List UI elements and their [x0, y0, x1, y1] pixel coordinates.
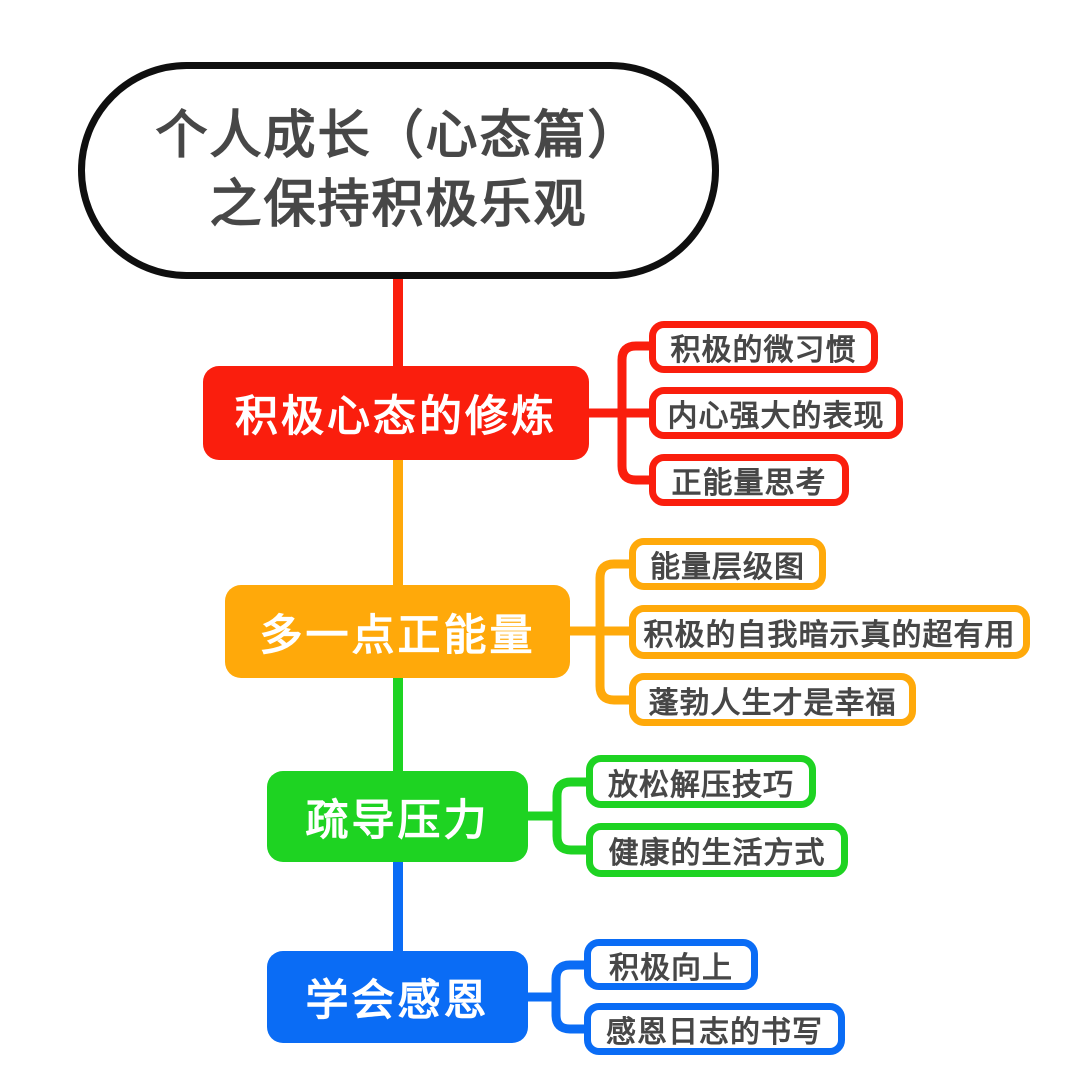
root-title-line1: 个人成长（心态篇） — [155, 106, 642, 165]
root-title-line2: 之保持积极乐观 — [209, 175, 588, 234]
bracket-red — [580, 341, 655, 485]
child-node-upward-positivity[interactable]: 积极向上 — [584, 939, 758, 990]
child-node-self-suggestion[interactable]: 积极的自我暗示真的超有用 — [629, 605, 1030, 659]
child-node-energy-levels-chart[interactable]: 能量层级图 — [629, 538, 826, 590]
root-node[interactable]: 个人成长（心态篇） 之保持积极乐观 — [78, 62, 719, 279]
branch-node-relieve-stress[interactable]: 疏导压力 — [267, 771, 528, 862]
bracket-green — [520, 777, 592, 855]
child-node-relaxation-skills[interactable]: 放松解压技巧 — [586, 755, 816, 808]
child-node-gratitude-journal[interactable]: 感恩日志的书写 — [584, 1003, 845, 1055]
bracket-blue — [520, 960, 590, 1034]
child-node-healthy-lifestyle[interactable]: 健康的生活方式 — [586, 823, 848, 877]
branch-node-mindset-training[interactable]: 积极心态的修炼 — [203, 366, 589, 460]
child-node-flourishing-life[interactable]: 蓬勃人生才是幸福 — [629, 673, 916, 726]
child-node-micro-habits[interactable]: 积极的微习惯 — [649, 321, 878, 373]
child-node-positive-thinking[interactable]: 正能量思考 — [649, 454, 849, 506]
child-node-inner-strength[interactable]: 内心强大的表现 — [649, 387, 903, 439]
branch-node-learn-gratitude[interactable]: 学会感恩 — [267, 951, 528, 1043]
branch-node-more-positive-energy[interactable]: 多一点正能量 — [225, 585, 570, 678]
bracket-orange — [560, 559, 635, 705]
